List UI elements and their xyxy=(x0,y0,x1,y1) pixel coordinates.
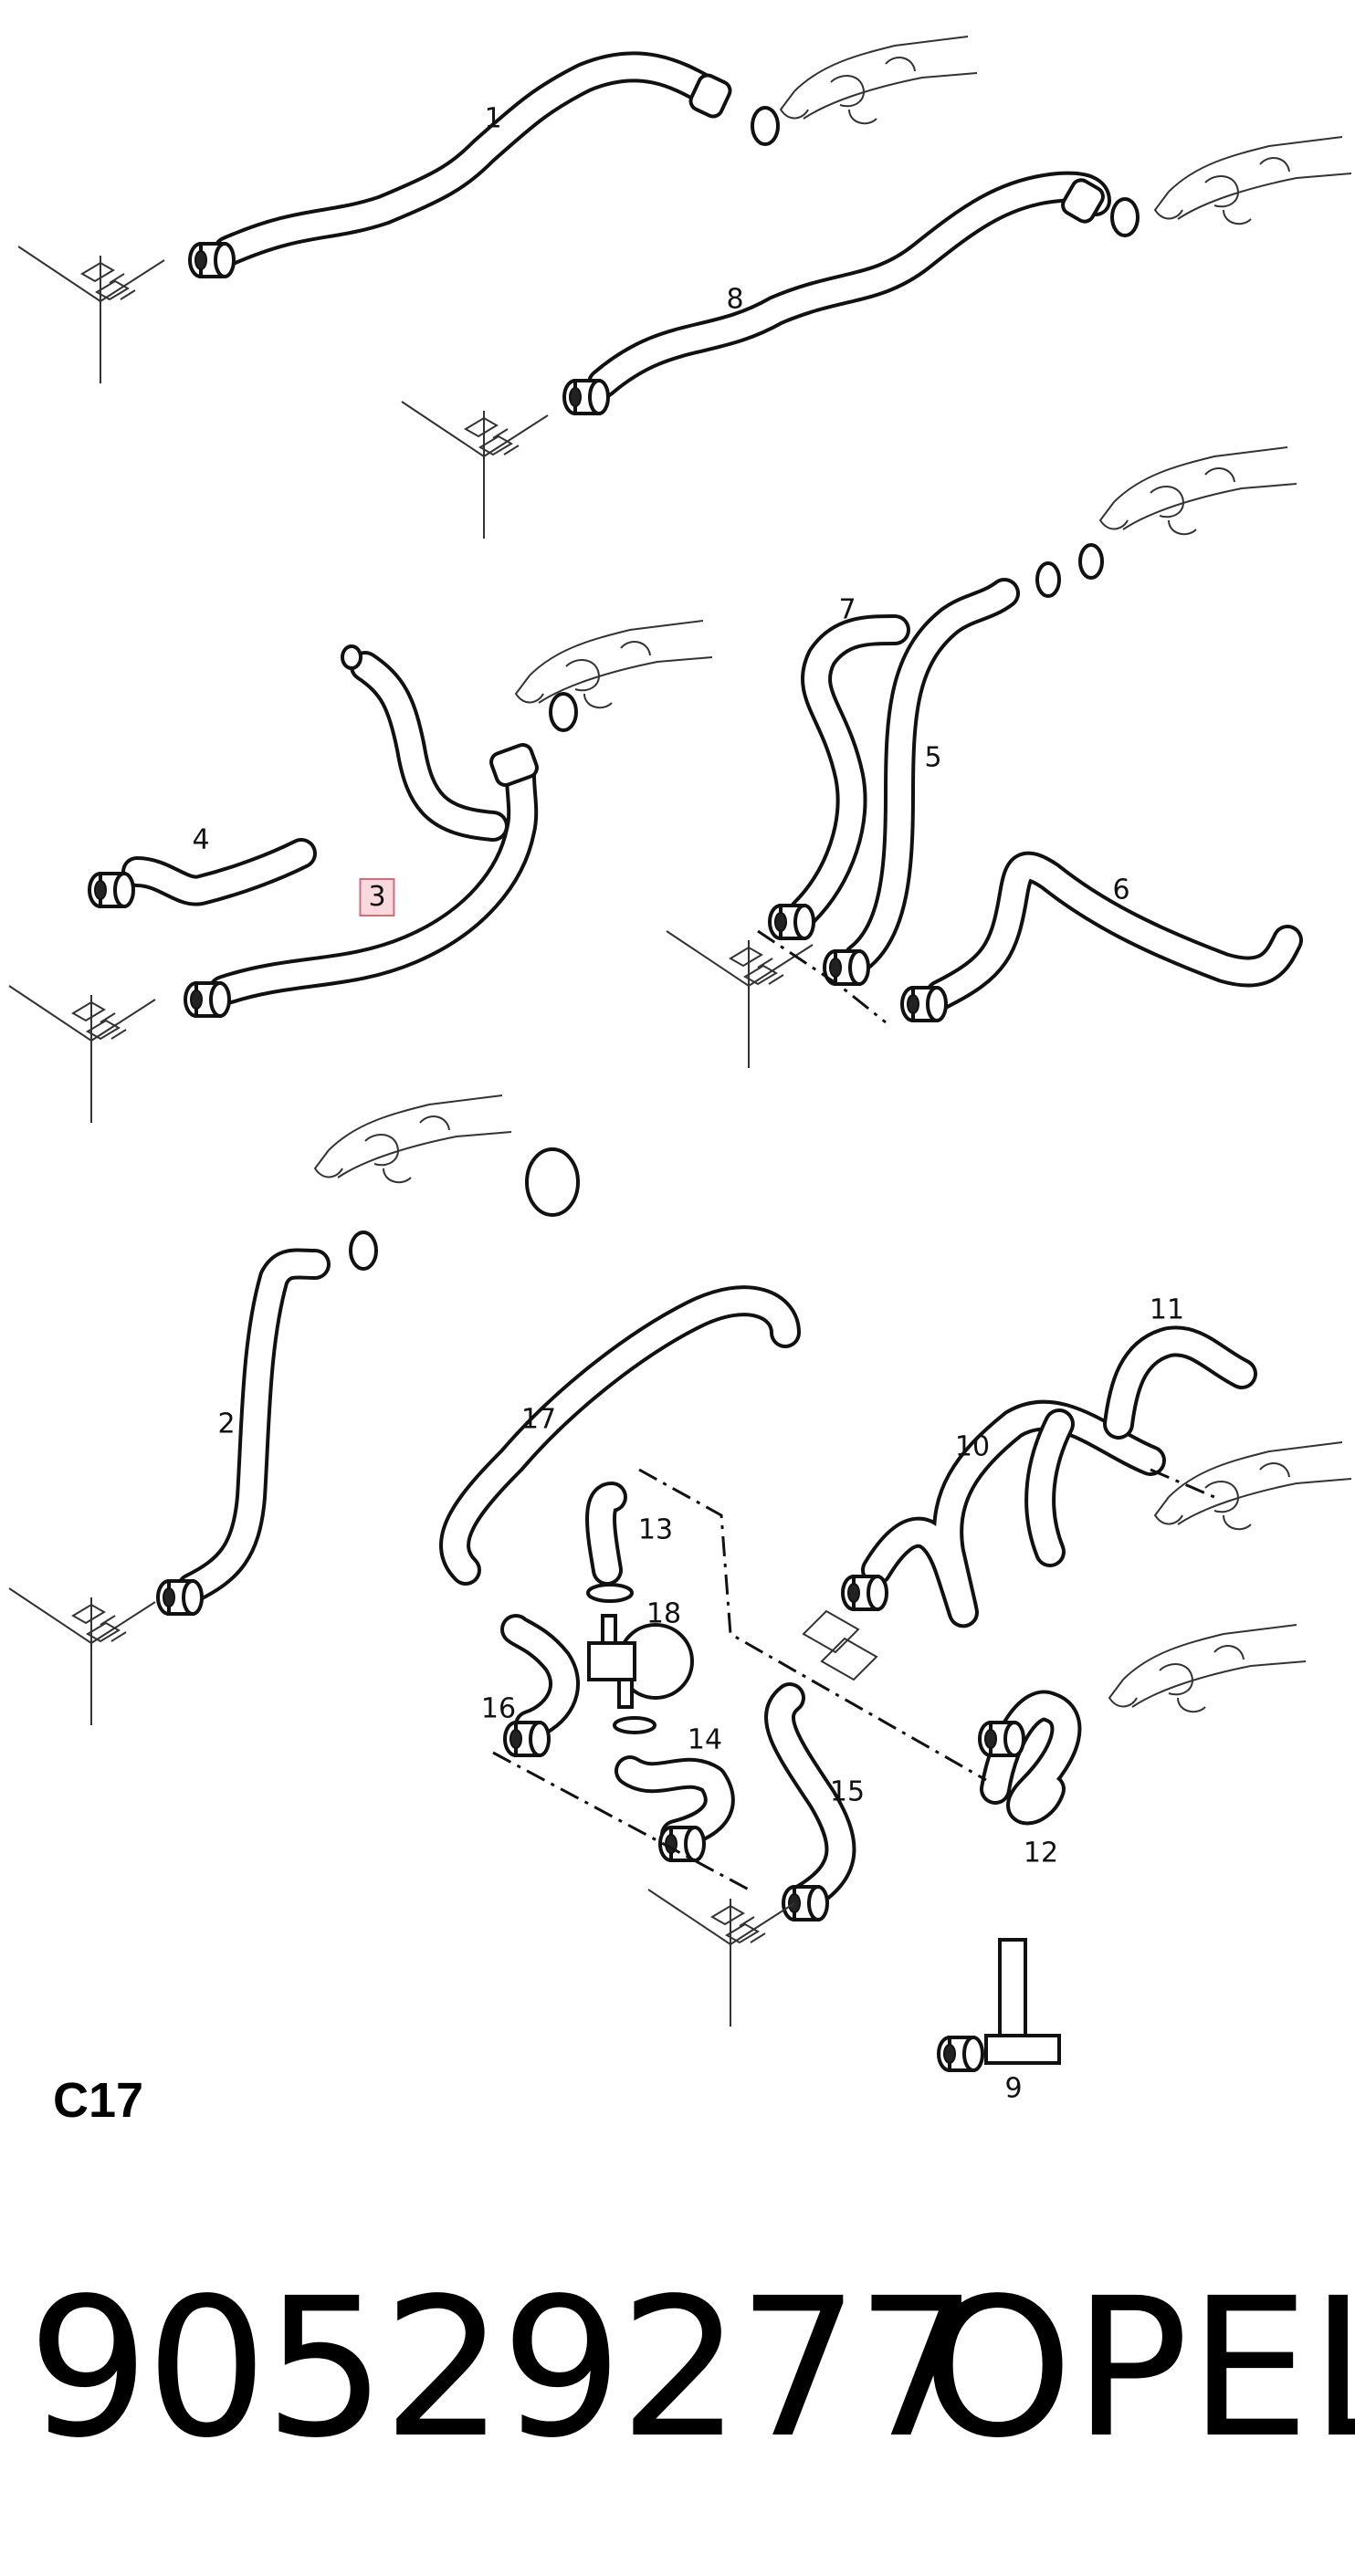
callout-8: 8 xyxy=(726,283,744,316)
callout-18: 18 xyxy=(646,1597,682,1630)
hose-10 xyxy=(841,1399,1166,1628)
engine-block-mid-1 xyxy=(8,620,713,1124)
section-code: C17 xyxy=(53,2073,144,2128)
callout-4: 4 xyxy=(192,823,210,856)
callout-11: 11 xyxy=(1149,1293,1185,1326)
hose-14 xyxy=(613,1716,735,1862)
hose-1 xyxy=(188,51,780,278)
engine-block-top-2 xyxy=(401,136,1352,539)
hose-7 xyxy=(768,614,910,940)
callout-6: 6 xyxy=(1112,874,1130,906)
callout-17: 17 xyxy=(520,1403,557,1436)
hose-12 xyxy=(978,1690,1082,1826)
callout-16: 16 xyxy=(480,1692,517,1725)
hose-2 xyxy=(156,1230,378,1616)
hose-8 xyxy=(562,171,1140,415)
callout-13: 13 xyxy=(637,1513,674,1546)
callout-9: 9 xyxy=(1004,2072,1023,2105)
callout-12: 12 xyxy=(1023,1837,1059,1869)
hose-4 xyxy=(88,838,317,908)
callout-1: 1 xyxy=(484,102,502,135)
hose-17 xyxy=(439,1285,801,1586)
callout-15: 15 xyxy=(829,1775,866,1808)
callout-10: 10 xyxy=(954,1430,991,1463)
engine-block-top-1 xyxy=(17,36,978,384)
hose-15 xyxy=(764,1682,856,1922)
callout-7: 7 xyxy=(838,593,856,626)
engine-block-lower-right xyxy=(492,1441,1352,2027)
hose-3 xyxy=(184,644,539,1018)
callout-2: 2 xyxy=(217,1408,236,1440)
hose-16 xyxy=(500,1614,580,1757)
valve-18 xyxy=(587,1614,694,1709)
callout-14: 14 xyxy=(687,1723,723,1756)
hose-11 xyxy=(1103,1325,1257,1440)
connector-9 xyxy=(937,1938,1061,2072)
brand-name: OPEL xyxy=(922,2257,1355,2480)
hose-13 xyxy=(585,1482,634,1603)
hose-6 xyxy=(900,851,1303,1022)
callout-3-highlighted[interactable]: 3 xyxy=(359,878,395,916)
callout-5: 5 xyxy=(924,741,942,774)
engine-block-lower xyxy=(8,1094,580,1726)
hose-5 xyxy=(823,543,1104,986)
part-number: 90529277 xyxy=(27,2257,978,2480)
